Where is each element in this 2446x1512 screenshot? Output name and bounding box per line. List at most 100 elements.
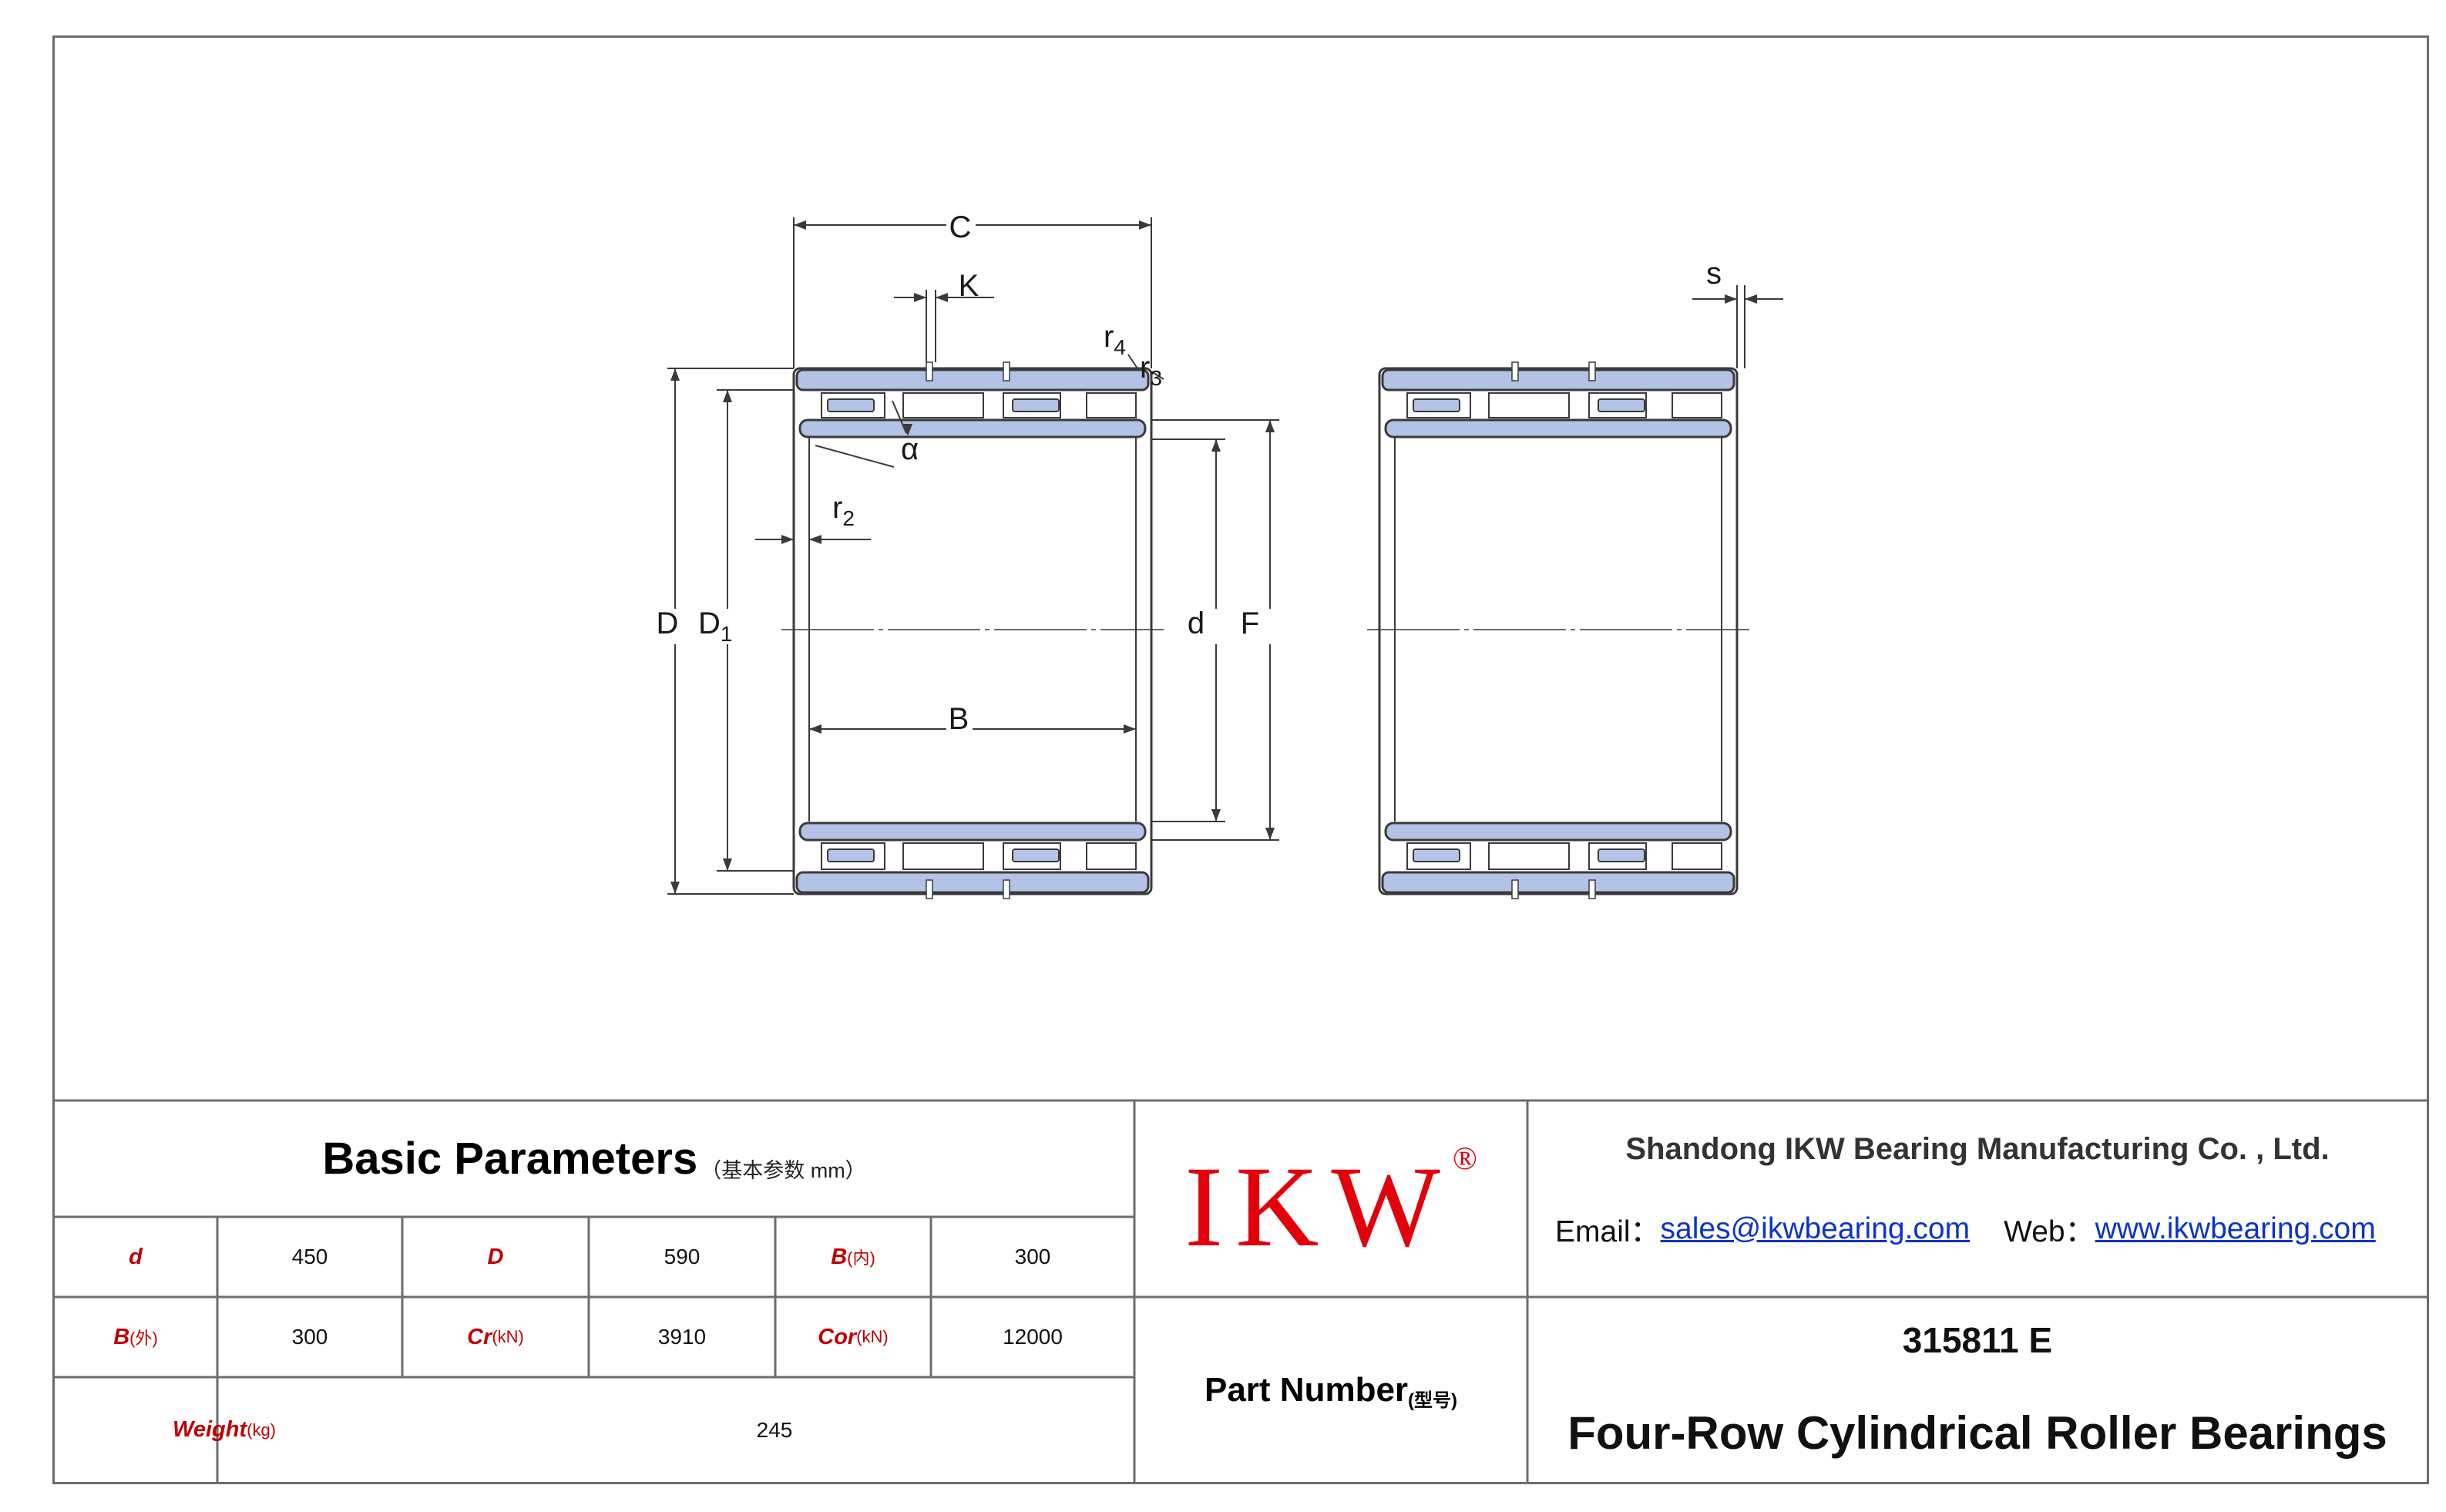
- arrow: [1211, 439, 1221, 452]
- param-name-Cr: Cr(kN): [467, 1324, 524, 1349]
- roller-pocket: [902, 842, 984, 870]
- roller-pocket: [1588, 842, 1647, 870]
- label-d: d: [1188, 606, 1205, 640]
- arrow: [1211, 809, 1221, 822]
- arrow: [809, 724, 821, 734]
- inner-ring-bottom: [798, 822, 1147, 842]
- registered-mark: ®: [1452, 1141, 1477, 1177]
- lube-hole: [926, 879, 933, 899]
- roller-pocket: [1672, 842, 1722, 870]
- basic-parameters-heading: Basic Parameters: [322, 1133, 698, 1184]
- roller: [1413, 398, 1460, 412]
- roller: [1413, 848, 1460, 862]
- arrow: [903, 424, 912, 436]
- leader-alpha: [815, 445, 895, 468]
- lube-hole: [1588, 361, 1596, 381]
- roller: [1012, 398, 1060, 412]
- roller-pocket: [821, 842, 885, 870]
- lube-hole: [1511, 879, 1519, 899]
- roller-pocket: [821, 392, 885, 418]
- label-B: B: [949, 702, 969, 736]
- outer-ring-top: [1381, 368, 1735, 391]
- label-alpha: α: [901, 432, 919, 466]
- part-number-value: 315811 E: [1902, 1320, 2053, 1360]
- ikw-logo: IKW ®: [1134, 1100, 1527, 1297]
- company-name: Shandong IKW Bearing Manufacturing Co. ,…: [1625, 1131, 2330, 1166]
- arrow: [1265, 828, 1275, 840]
- roller: [827, 398, 875, 412]
- part-number-label: Part Number (型号): [1204, 1370, 1458, 1412]
- leader-alpha: [892, 400, 907, 434]
- leader-r4: [1127, 354, 1138, 369]
- logo-text: IKW: [1184, 1142, 1453, 1271]
- arrow: [670, 368, 680, 381]
- email-link[interactable]: sales@ikwbearing.com: [1660, 1212, 1971, 1245]
- bearing-technical-drawing: C K r4 r3 α r2 D D1 d F B s: [657, 210, 1783, 899]
- arrow: [781, 535, 794, 544]
- arrow: [809, 535, 821, 544]
- arrow: [1265, 420, 1275, 432]
- roller-pocket: [1406, 392, 1471, 418]
- bearing-section-view: [781, 361, 1164, 899]
- roller-pocket: [1588, 392, 1647, 418]
- param-value-B-outer: 300: [291, 1325, 328, 1349]
- inner-ring-bottom: [1384, 822, 1732, 842]
- outer-ring-bottom: [1381, 871, 1735, 894]
- inner-ring-top: [798, 418, 1147, 438]
- roller: [1598, 398, 1645, 412]
- roller-pocket: [1488, 842, 1570, 870]
- lube-hole: [926, 361, 933, 381]
- param-value-Cr: 3910: [657, 1325, 707, 1349]
- roller-pocket: [902, 392, 984, 418]
- lube-hole: [1588, 879, 1596, 899]
- arrow: [914, 293, 926, 302]
- arrow: [1725, 294, 1737, 304]
- roller: [1012, 848, 1060, 862]
- lube-hole: [1003, 879, 1010, 899]
- roller-pocket: [1406, 842, 1471, 870]
- outer-ring-top: [795, 368, 1150, 391]
- param-value-D: 590: [664, 1245, 701, 1268]
- basic-parameters-title: Basic Parameters （基本参数 mm）: [54, 1100, 1134, 1216]
- web-label: Web：: [2004, 1215, 2095, 1248]
- outline: [792, 367, 1153, 895]
- contact-line: Email： sales@ikwbearing.com Web： www.ikw…: [1555, 1202, 2418, 1256]
- label-C: C: [949, 210, 972, 244]
- email-label: Email：: [1555, 1215, 1661, 1248]
- param-name-d: d: [129, 1244, 143, 1269]
- param-value-d: 450: [291, 1245, 328, 1268]
- arrow: [1139, 220, 1151, 230]
- lube-hole: [1003, 361, 1010, 381]
- outline: [1378, 367, 1739, 895]
- lube-hole: [1511, 361, 1519, 381]
- arrow: [1745, 294, 1757, 304]
- web-link[interactable]: www.ikwbearing.com: [2095, 1212, 2376, 1245]
- label-D1: D1: [698, 606, 732, 646]
- param-value-Cor: 12000: [1003, 1325, 1063, 1349]
- arrow: [794, 220, 806, 230]
- label-F: F: [1241, 606, 1259, 640]
- basic-parameters-unit-note: （基本参数 mm）: [701, 1158, 866, 1182]
- dimension-lines: [667, 217, 1783, 895]
- roller-pocket: [1086, 392, 1137, 418]
- param-name-B-inner: B(内): [831, 1244, 875, 1269]
- product-type: Four-Row Cylindrical Roller Bearings: [1567, 1407, 2387, 1459]
- leader-r3: [1151, 371, 1164, 380]
- param-name-Cor: Cor(kN): [818, 1324, 889, 1349]
- roller: [827, 848, 875, 862]
- drawing-frame: [52, 35, 2429, 1484]
- label-D: D: [657, 606, 679, 640]
- arrow: [723, 858, 732, 871]
- roller-pocket: [1003, 842, 1061, 870]
- label-K: K: [959, 269, 979, 303]
- roller-pocket: [1003, 392, 1061, 418]
- label-r4: r4: [1104, 320, 1126, 359]
- dimension-labels: C K r4 r3 α r2 D D1 d F B s: [657, 210, 1722, 736]
- arrow: [670, 882, 680, 894]
- roller-pocket: [1672, 392, 1722, 418]
- bearing-side-view: [1367, 361, 1749, 899]
- inner-ring-top: [1384, 418, 1732, 438]
- arrow: [723, 390, 732, 402]
- label-r3: r3: [1140, 351, 1162, 390]
- param-name-weight: Weight(kg): [173, 1417, 277, 1442]
